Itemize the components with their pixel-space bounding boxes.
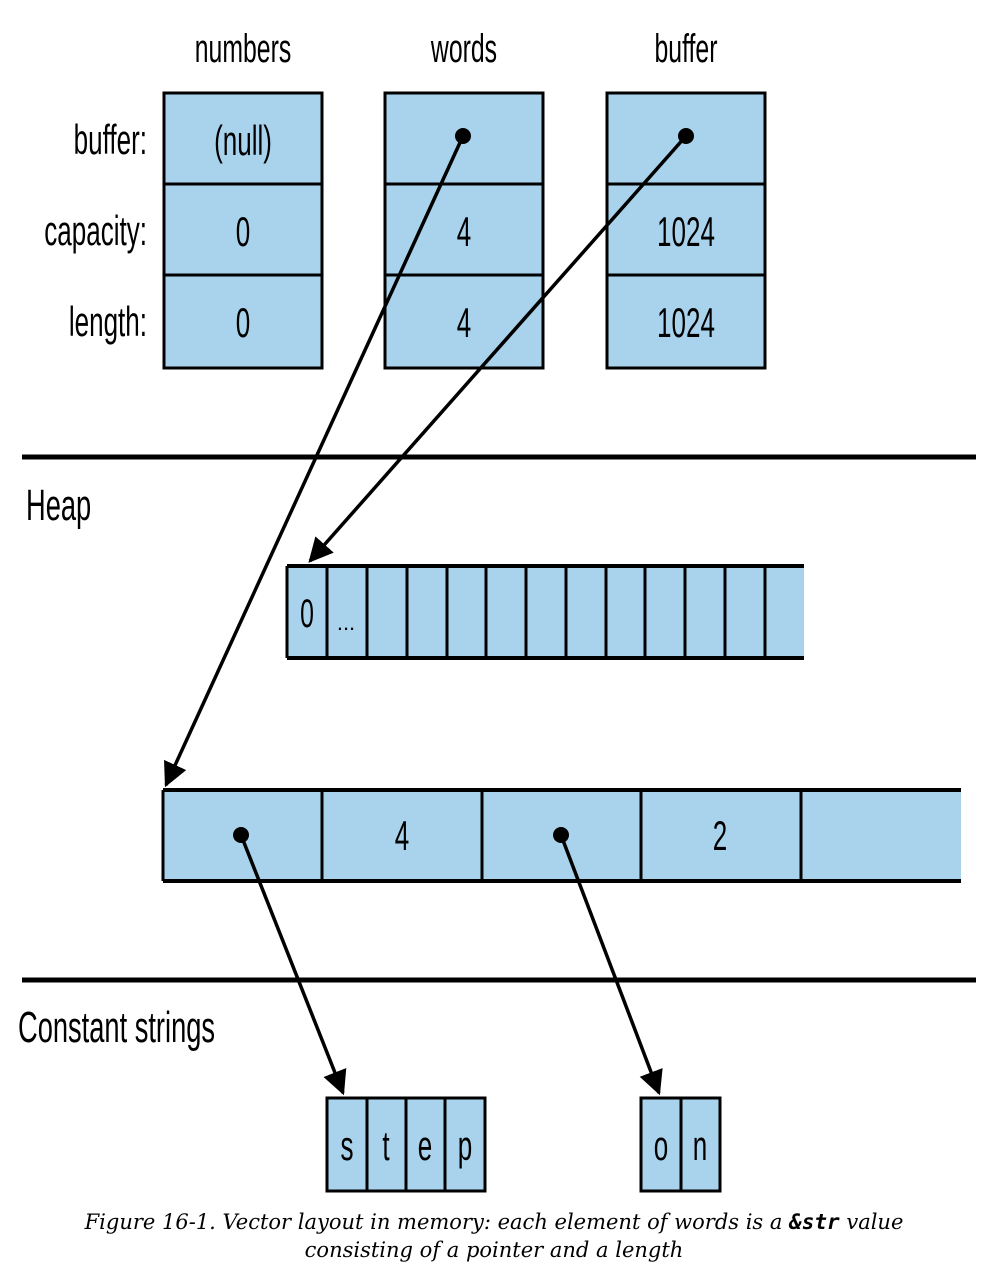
char-t: t: [382, 1123, 389, 1170]
column-header-numbers: numbers: [195, 27, 291, 71]
buffer-capacity-value: 1024: [657, 209, 715, 256]
constant-string-on: o n: [639, 1096, 722, 1193]
arrow-words-buffer: [164, 135, 465, 788]
row-label-capacity: capacity:: [44, 208, 147, 255]
byte-buffer-first-value: 0: [300, 592, 314, 636]
byte-buffer-ellipsis: ...: [337, 610, 355, 635]
numbers-length-value: 0: [236, 300, 250, 347]
arrow-buffer-buffer: [308, 134, 688, 563]
words-capacity-value: 4: [457, 209, 471, 256]
vec-header-buffer: 1024 1024: [605, 91, 767, 370]
char-p: p: [458, 1123, 472, 1170]
words-length-value: 4: [457, 300, 471, 347]
numbers-capacity-value: 0: [236, 209, 250, 256]
arrow-step-pointer: [239, 834, 347, 1096]
numbers-buffer-value: (null): [214, 118, 272, 165]
heap-label: Heap: [26, 480, 91, 529]
step-length-value: 4: [395, 813, 409, 860]
buffer-length-value: 1024: [657, 300, 715, 347]
caption-line-2: consisting of a pointer and a length: [304, 1238, 684, 1262]
char-o: o: [654, 1123, 668, 1170]
caption-line-1: Figure 16-1. Vector layout in memory: ea…: [0, 1208, 988, 1236]
row-label-buffer: buffer:: [74, 117, 147, 164]
arrow-on-pointer: [559, 834, 663, 1096]
vec-header-words: 4 4: [383, 91, 545, 370]
column-header-buffer: buffer: [655, 27, 718, 71]
char-s: s: [340, 1123, 353, 1170]
row-label-length: length:: [69, 299, 147, 346]
constant-strings-label: Constant strings: [18, 1002, 215, 1051]
on-length-value: 2: [713, 813, 727, 860]
vec-header-numbers: (null) 0 0: [162, 91, 324, 370]
caption-code: &str: [789, 1210, 840, 1234]
figure-caption: Figure 16-1. Vector layout in memory: ea…: [0, 1208, 988, 1264]
constant-string-step: s t e p: [325, 1096, 487, 1193]
char-n: n: [693, 1123, 707, 1170]
heap-byte-buffer: 0 ...: [285, 564, 804, 660]
caption-prefix: Figure 16-1. Vector layout in memory: ea…: [84, 1210, 790, 1234]
caption-suffix: value: [839, 1210, 904, 1234]
column-header-words: words: [430, 27, 497, 71]
char-e: e: [418, 1123, 432, 1170]
